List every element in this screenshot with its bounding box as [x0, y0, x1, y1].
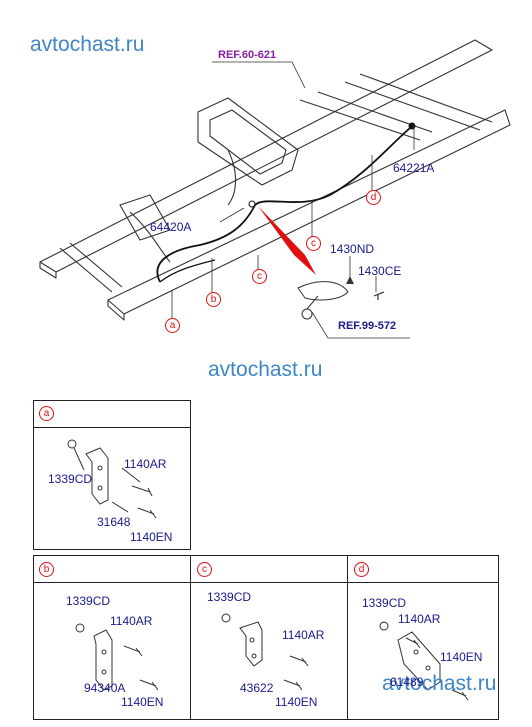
- panel-d-label-1140ar: 1140AR: [398, 612, 441, 626]
- frame-rail-outer: [39, 39, 493, 273]
- watermark-middle: avtochast.ru: [208, 358, 323, 381]
- part-label-1430ce: 1430CE: [358, 264, 402, 278]
- panel-c-label-1140en: 1140EN: [275, 695, 318, 709]
- panel-a-tag: a: [39, 406, 54, 421]
- part-label-64221a: 64221A: [393, 161, 435, 175]
- frame-rail-inner: [107, 109, 511, 315]
- callout-a: a: [165, 318, 180, 333]
- callout-c: c: [306, 236, 321, 251]
- panel-d-label-1140en: 1140EN: [440, 650, 483, 664]
- panel-c-label-part: 43622: [240, 681, 274, 695]
- panel-a-header: [34, 401, 190, 428]
- callout-c-2: c: [252, 269, 267, 284]
- panel-a-label-part: 31648: [97, 515, 131, 529]
- panel-c-label-1140ar: 1140AR: [282, 628, 325, 642]
- watermark-bottom: avtochast.ru: [382, 672, 497, 695]
- panel-a-label-1140ar: 1140AR: [124, 457, 167, 471]
- panel-c-tag: c: [197, 562, 212, 577]
- panel-c-label-1339cd: 1339CD: [207, 590, 252, 604]
- callout-b: b: [206, 292, 221, 307]
- cable-hook: [297, 281, 349, 301]
- part-label-64420a: 64420A: [150, 220, 192, 234]
- panel-d-label-part: 61489: [390, 675, 424, 689]
- crossmember-box: [197, 97, 299, 186]
- panel-c-header: [191, 556, 347, 583]
- red-pointer: [258, 206, 316, 275]
- panel-a-label-1140en: 1140EN: [130, 530, 173, 544]
- panel-b-label-1140en: 1140EN: [121, 695, 164, 709]
- panel-d-label-1339cd: 1339CD: [362, 596, 407, 610]
- detail-panel-d: [347, 555, 499, 720]
- panel-d-header: [348, 556, 498, 583]
- watermark-top: avtochast.ru: [30, 33, 145, 56]
- panel-b-label-part: 94340A: [84, 681, 126, 695]
- panel-d-tag: d: [354, 562, 369, 577]
- detail-panel-b: [33, 555, 191, 720]
- detail-panel-a: [33, 400, 191, 550]
- panel-b-header: [34, 556, 190, 583]
- panel-b-label-1339cd: 1339CD: [66, 594, 111, 608]
- panel-b-label-1140ar: 1140AR: [110, 614, 153, 628]
- brake-cable: [156, 127, 411, 283]
- ref-label-bottom: REF.99-572: [338, 320, 397, 332]
- panel-b-tag: b: [39, 562, 54, 577]
- part-label-1430nd: 1430ND: [330, 242, 375, 256]
- panel-a-label-1339cd: 1339CD: [48, 472, 93, 486]
- callout-d: d: [366, 190, 381, 205]
- ref-label-top: REF.60-621: [218, 49, 277, 61]
